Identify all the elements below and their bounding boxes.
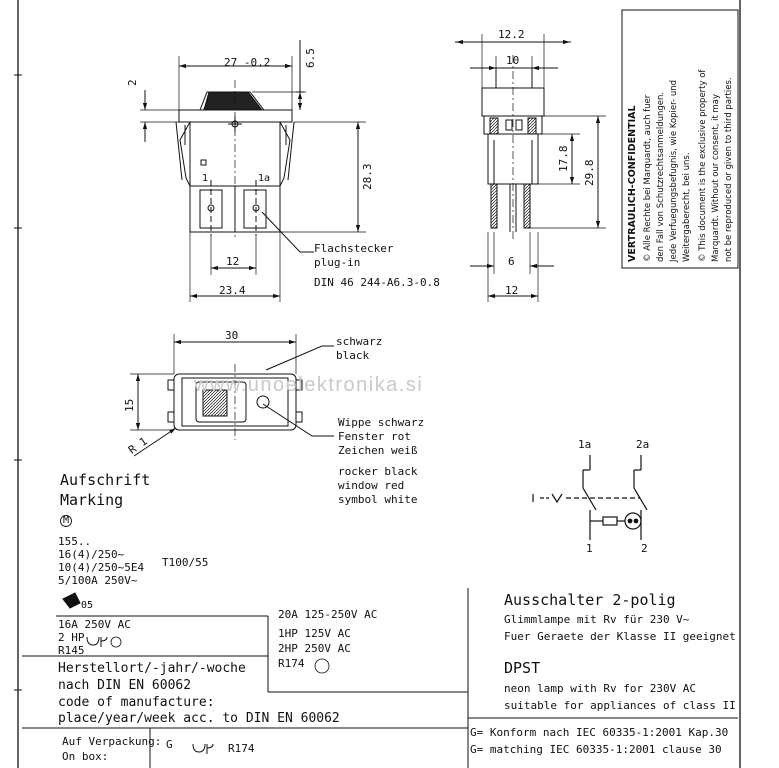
package-label-de: Auf Verpackung: bbox=[62, 735, 162, 748]
manufacture-line: nach DIN EN 60062 bbox=[58, 678, 192, 693]
confidential-line: Jede Verfuegungsbefugnis, wie Kopier- un… bbox=[669, 80, 679, 262]
marking-line: 16(4)/250~ bbox=[58, 548, 125, 561]
confidential-title: VERTRAULICH-CONFIDENTIAL bbox=[627, 105, 638, 262]
confidential-line: den Fall von Schutzrechtsanmeldungen. bbox=[656, 91, 666, 262]
rating-line: 2 HP bbox=[58, 631, 85, 644]
rating-line: R145 bbox=[58, 644, 85, 657]
marking-line: 10(4)/250~5E4 bbox=[58, 561, 145, 574]
schematic-label-1a: 1a bbox=[578, 438, 592, 451]
package-r: R174 bbox=[228, 742, 255, 755]
dim-height-inner: 17.8 bbox=[557, 145, 570, 173]
callout-black-de: schwarz bbox=[336, 335, 383, 348]
pin-label-1: 1 bbox=[202, 173, 209, 184]
confidential-line: © This document is the exclusive propert… bbox=[698, 69, 708, 262]
dim-inner-width: 10 bbox=[506, 54, 520, 67]
t-rating: T100/55 bbox=[162, 556, 209, 569]
callout-window-en: window red bbox=[338, 479, 405, 492]
watermark: www.unoelektronika.si bbox=[194, 374, 424, 396]
rating-line: 2HP 250V AC bbox=[278, 642, 351, 655]
dim-side-base: 12 bbox=[505, 284, 519, 297]
rating-line: 1HP 125V AC bbox=[278, 627, 351, 640]
dim-base-width: 23.4 bbox=[219, 284, 246, 297]
side-view-switch bbox=[481, 55, 545, 240]
marking-line: 155.. bbox=[58, 535, 92, 548]
dim-top-width: 12.2 bbox=[498, 28, 525, 41]
callout-din: DIN 46 244-A6.3-0.8 bbox=[314, 276, 440, 289]
description-line: Fuer Geraete der Klasse II geeignet bbox=[504, 630, 736, 643]
callout-window: Fenster rot bbox=[338, 430, 411, 443]
rating-line: R174 bbox=[278, 657, 305, 670]
schematic-label-2a: 2a bbox=[636, 438, 650, 451]
confidential-line: Weitergaberecht, bei uns. bbox=[682, 152, 692, 262]
marking-title-de: Aufschrift bbox=[60, 471, 151, 489]
marquardt-logo: M bbox=[63, 515, 70, 526]
rating-line: 20A 125-250V AC bbox=[278, 608, 378, 621]
callout-rocker: Wippe schwarz bbox=[338, 416, 425, 429]
callout-symbol: Zeichen weiß bbox=[338, 444, 418, 457]
marking-title-en: Marking bbox=[60, 491, 124, 509]
switch-schematic bbox=[532, 455, 648, 540]
manufacture-line: place/year/week acc. to DIN EN 60062 bbox=[58, 711, 340, 726]
manufacture-line: code of manufacture: bbox=[58, 695, 215, 710]
dim-height-total: 29.8 bbox=[583, 159, 596, 187]
description-title-de: Ausschalter 2-polig bbox=[504, 591, 676, 609]
marking-line: 5/100A 250V~ bbox=[58, 574, 138, 587]
callout-rocker-en: rocker black bbox=[338, 465, 418, 478]
manufacture-line: Herstellort/-jahr/-woche bbox=[58, 661, 246, 676]
package-label-en: On box: bbox=[62, 750, 109, 763]
description-line: neon lamp with Rv for 230V AC bbox=[504, 682, 697, 695]
callout-plug-en: plug-in bbox=[314, 256, 361, 269]
pin-label-1a: 1a bbox=[258, 173, 271, 184]
dim-pin-width: 6 bbox=[508, 255, 515, 268]
callout-symbol-en: symbol white bbox=[338, 493, 418, 506]
confidential-box bbox=[621, 9, 739, 269]
callout-black-en: black bbox=[336, 349, 370, 362]
description-line: suitable for appliances of class II bbox=[504, 699, 736, 712]
front-view-switch bbox=[167, 364, 303, 440]
callout-plug-de: Flachstecker bbox=[314, 242, 394, 255]
dim-front-width: 30 bbox=[225, 329, 239, 342]
schematic-label-1: 1 bbox=[586, 542, 593, 555]
conformity-line: G= matching IEC 60335-1:2001 clause 30 bbox=[470, 743, 722, 756]
conformity-line: G= Konform nach IEC 60335-1:2001 Kap.30 bbox=[470, 726, 729, 739]
confidential-line: Marquardt. Without our consent, it may bbox=[711, 93, 721, 262]
dim-height: 28.3 bbox=[361, 163, 374, 191]
dim-top-offset: 6.5 bbox=[304, 48, 317, 68]
schematic-label-2: 2 bbox=[641, 542, 648, 555]
top-view-switch bbox=[175, 80, 295, 240]
description-title-en: DPST bbox=[504, 659, 541, 677]
confidential-line: not be reproduced or given to third part… bbox=[724, 77, 734, 262]
dim-front-height: 15 bbox=[123, 398, 136, 412]
dim-width: 27 -0.2 bbox=[224, 56, 271, 69]
package-g: G bbox=[166, 738, 173, 751]
dim-left-offset: 2 bbox=[126, 79, 139, 86]
confidential-line: © Alle Rechte bei Marquardt, auch fuer bbox=[643, 94, 653, 262]
dim-pin-spacing: 12 bbox=[226, 255, 240, 268]
description-line: Glimmlampe mit Rv für 230 V~ bbox=[504, 613, 690, 626]
cert-code: 05 bbox=[81, 600, 94, 611]
rating-line: 16A 250V AC bbox=[58, 618, 131, 631]
